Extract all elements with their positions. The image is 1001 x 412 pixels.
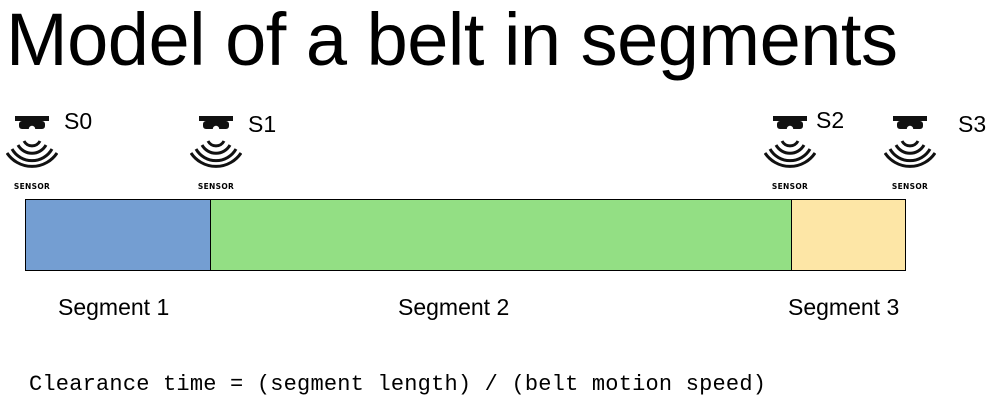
- sensor-icon: [884, 116, 936, 168]
- sensor-caption: SENSOR: [771, 182, 809, 191]
- sensor-icon: [6, 116, 58, 168]
- sensor-label-s3: S3: [958, 111, 987, 137]
- sensor-label-s0: S0: [64, 108, 93, 134]
- sensor-caption: SENSOR: [13, 182, 51, 191]
- sensor-s0: SENSOR: [6, 116, 66, 196]
- belt-segment-1: [26, 200, 210, 270]
- sensor-icon: [190, 116, 242, 168]
- sensor-caption: SENSOR: [891, 182, 929, 191]
- sensor-s3: SENSOR: [884, 116, 944, 196]
- sensor-s2: SENSOR: [764, 116, 824, 196]
- sensor-icon: [764, 116, 816, 168]
- clearance-time-formula: Clearance time = (segment length) / (bel…: [29, 372, 767, 397]
- segment-label-1: Segment 1: [58, 294, 170, 320]
- segment-label-2: Segment 2: [398, 294, 510, 320]
- sensor-label-s2: S2: [816, 107, 845, 133]
- segment-label-3: Segment 3: [788, 294, 900, 320]
- belt-segment-3: [791, 200, 905, 270]
- sensor-caption: SENSOR: [197, 182, 235, 191]
- sensor-label-s1: S1: [248, 111, 277, 137]
- belt-segment-2: [210, 200, 791, 270]
- sensor-s1: SENSOR: [190, 116, 250, 196]
- diagram-title: Model of a belt in segments: [6, 0, 898, 81]
- belt: [25, 199, 906, 271]
